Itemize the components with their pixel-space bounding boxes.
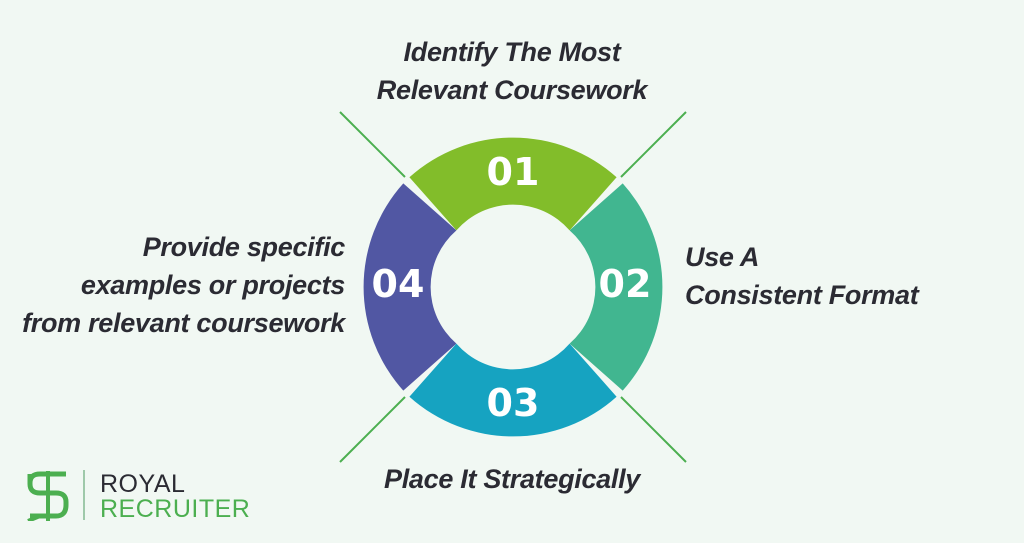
- step-04-label-line: Provide specific: [142, 232, 346, 262]
- connector-line-top-left: [339, 111, 406, 178]
- step-04-label-line: from relevant coursework: [22, 308, 345, 338]
- step-02-label-line: Use A: [685, 242, 760, 272]
- segment-number-01: 01: [487, 150, 540, 194]
- segment-01: [409, 137, 617, 231]
- segment-number-02: 02: [599, 262, 652, 306]
- brand-name-line2: RECRUITER: [100, 495, 251, 523]
- segment-number-04: 04: [372, 262, 425, 306]
- step-01-label-line: Identify The Most: [403, 37, 621, 67]
- brand-name: ROYAL RECRUITER: [100, 472, 250, 522]
- step-03-label: Place It Strategically: [300, 460, 724, 498]
- connector-line-top-right: [620, 111, 687, 178]
- brand-name-line1: ROYAL: [100, 470, 186, 498]
- step-01-label-line: Relevant Coursework: [376, 75, 648, 105]
- segment-04: [363, 183, 457, 391]
- step-01-label: Identify The Most Relevant Coursework: [300, 33, 724, 109]
- step-03-label-line: Place It Strategically: [383, 464, 641, 494]
- segment-02: [569, 183, 663, 391]
- connector-line-bottom-right: [620, 396, 687, 463]
- logo-divider: [83, 470, 85, 520]
- step-02-label-line: Consistent Format: [685, 280, 919, 310]
- connector-line-bottom-left: [339, 396, 406, 463]
- segment-number-03: 03: [487, 381, 540, 425]
- segment-03: [409, 343, 617, 437]
- step-04-label: Provide specific examples or projects fr…: [10, 228, 345, 342]
- royal-recruiter-logo-icon: [27, 471, 69, 521]
- step-04-label-line: examples or projects: [80, 270, 345, 300]
- step-02-label: Use A Consistent Format: [685, 238, 919, 314]
